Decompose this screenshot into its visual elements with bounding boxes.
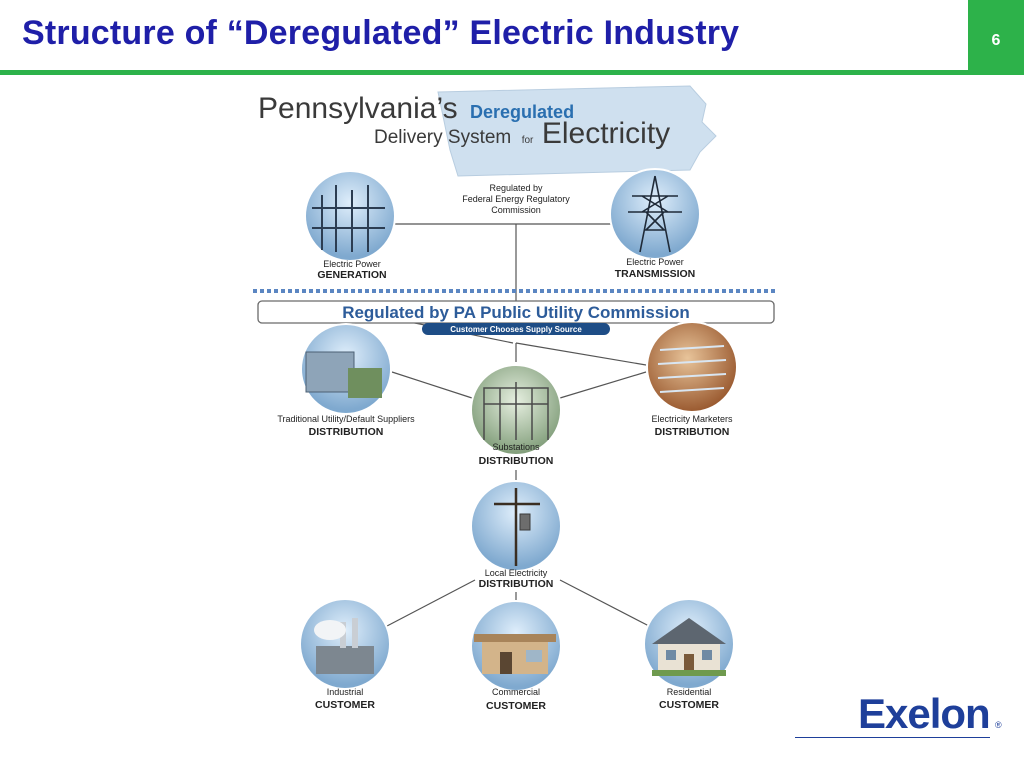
header-deregulated: Deregulated	[470, 102, 574, 122]
node-commercial: Commercial CUSTOMER	[470, 600, 562, 712]
residential-title: CUSTOMER	[659, 699, 719, 711]
store-icon	[474, 634, 556, 674]
commercial-caption: Commercial	[492, 687, 540, 697]
line-to-marketers	[515, 342, 647, 366]
power-plant-icon	[312, 185, 385, 252]
choice-pill	[422, 323, 610, 335]
page-number-box	[968, 0, 1024, 70]
ferc-line3: Commission	[491, 205, 541, 215]
node-marketers: Electricity Marketers DISTRIBUTION	[646, 321, 738, 438]
node-generation: Electric Power GENERATION	[304, 170, 396, 281]
house-icon	[652, 618, 726, 676]
node-substations: Substations DISTRIBUTION	[470, 364, 562, 467]
local-title: DISTRIBUTION	[479, 578, 554, 590]
slide-title: Structure of “Deregulated” Electric Indu…	[22, 14, 740, 52]
svg-text:Pennsylvania’s Deregulat: Pennsylvania’s Deregulated	[258, 92, 574, 125]
header-line1: Pennsylvania’s	[258, 92, 458, 125]
generation-photo	[304, 170, 396, 262]
marketers-caption: Electricity Marketers	[651, 414, 733, 424]
line-mark-sub	[559, 371, 647, 399]
office-building-icon	[305, 351, 355, 393]
factory-icon	[314, 618, 374, 674]
marketers-photo	[646, 321, 738, 413]
pa-map-shape	[437, 85, 717, 177]
generation-caption: Electric Power	[323, 259, 381, 269]
title-rule	[0, 70, 1024, 75]
industrial-caption: Industrial	[327, 687, 364, 697]
substation-icon	[483, 382, 549, 440]
logo-underline	[795, 737, 990, 738]
line-trad-sub	[391, 371, 473, 399]
diagram-header: Pennsylvania’s Deregulated Delivery Syst…	[258, 85, 717, 177]
tree-icon	[348, 368, 382, 398]
puc-banner-text: Regulated by PA Public Utility Commissio…	[342, 303, 690, 322]
traditional-title: DISTRIBUTION	[309, 426, 384, 438]
line-local-industrial	[386, 579, 476, 627]
commercial-title: CUSTOMER	[486, 700, 546, 712]
header-electricity: Electricity	[542, 117, 670, 150]
transmission-caption: Electric Power	[626, 257, 684, 267]
node-traditional: Traditional Utility/Default Suppliers DI…	[277, 323, 415, 438]
node-local: Local Electricity DISTRIBUTION	[470, 480, 562, 590]
ferc-line1: Regulated by	[489, 183, 543, 193]
transmission-tower-icon	[628, 175, 682, 253]
residential-caption: Residential	[667, 687, 712, 697]
brick-building-icon	[657, 345, 727, 393]
logo-registered-mark: ®	[995, 720, 1002, 730]
industrial-title: CUSTOMER	[315, 699, 375, 711]
traditional-caption: Traditional Utility/Default Suppliers	[277, 414, 415, 424]
page-number: 6	[991, 32, 1001, 49]
header-for: for	[522, 135, 534, 146]
substations-caption: Substations	[492, 442, 540, 452]
choice-pill-text: Customer Chooses Supply Source	[450, 325, 582, 334]
exelon-logo: Exelon	[858, 690, 991, 737]
substations-title: DISTRIBUTION	[479, 455, 554, 467]
local-caption: Local Electricity	[485, 568, 548, 578]
generation-title: GENERATION	[317, 269, 386, 281]
ferc-line2: Federal Energy Regulatory	[462, 194, 570, 204]
node-industrial: Industrial CUSTOMER	[299, 598, 391, 711]
ferc-label: Regulated by Federal Energy Regulatory C…	[462, 183, 570, 215]
node-transmission: Electric Power TRANSMISSION	[609, 168, 701, 280]
svg-text:Delivery System for: Delivery System for Electricity	[374, 117, 670, 150]
puc-banner: Regulated by PA Public Utility Commissio…	[257, 300, 775, 335]
transmission-title: TRANSMISSION	[615, 268, 696, 280]
node-residential: Residential CUSTOMER	[643, 598, 735, 711]
header-line2: Delivery System	[374, 127, 511, 148]
line-local-residential	[559, 579, 650, 627]
marketers-title: DISTRIBUTION	[655, 426, 730, 438]
transmission-photo	[609, 168, 701, 260]
utility-pole-icon	[494, 488, 540, 566]
